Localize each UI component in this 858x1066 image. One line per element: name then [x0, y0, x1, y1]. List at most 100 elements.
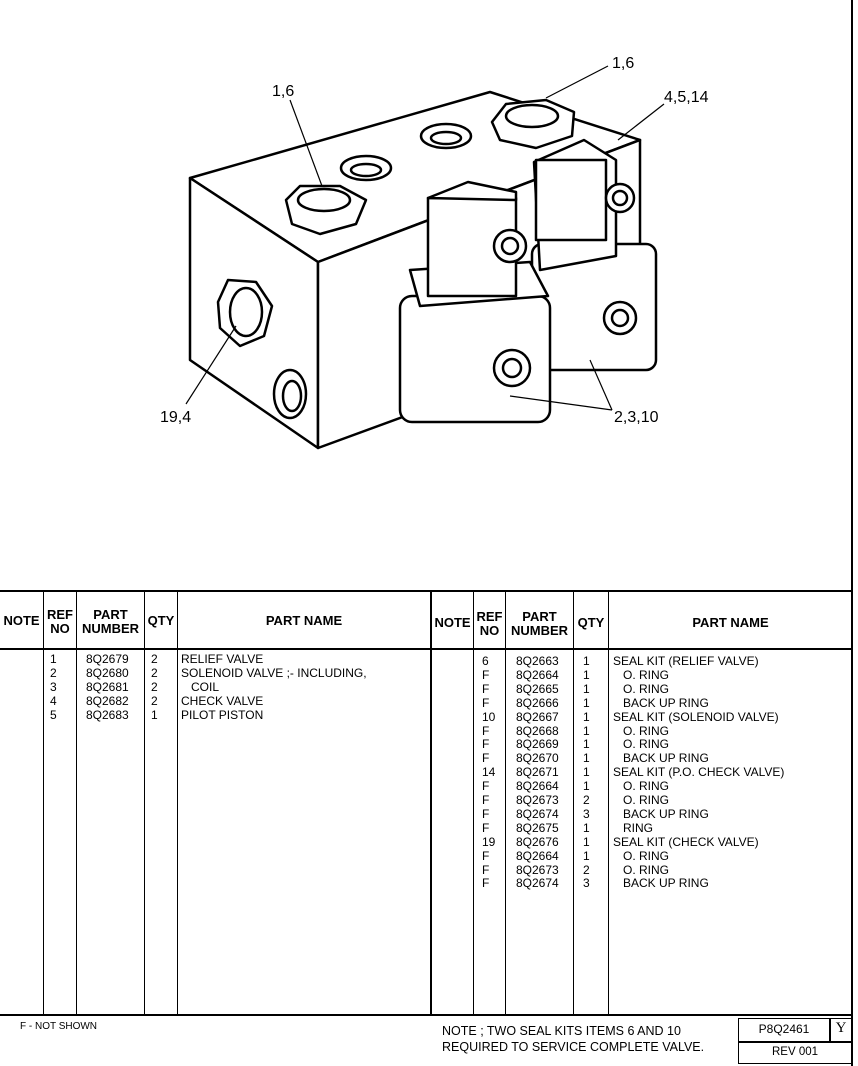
right-row-qty: 3 — [583, 806, 590, 821]
right-row-part-number: 8Q2667 — [516, 709, 559, 724]
right-row-qty: 2 — [583, 793, 590, 807]
right-row-ref: 14 — [482, 765, 496, 780]
right-row-ref: F — [482, 820, 490, 835]
right-row-ref: F — [482, 876, 490, 891]
right-row-qty: 1 — [583, 681, 590, 696]
left-row-part-number: 8Q2681 — [86, 680, 129, 694]
callout-relief-right: 1,6 — [612, 55, 634, 72]
col-rule — [573, 592, 574, 1014]
right-row-qty: 3 — [583, 876, 590, 891]
left-row-part-number: 8Q2680 — [86, 666, 129, 680]
col-rule — [43, 592, 44, 1014]
right-row-part-name: SEAL KIT (P.O. CHECK VALVE) — [613, 765, 785, 780]
left-row-qty: 2 — [151, 680, 158, 694]
right-row-ref: 6 — [482, 654, 489, 668]
callout-solenoid: 2,3,10 — [614, 409, 659, 426]
drawing-number: P8Q2461 — [758, 1022, 810, 1036]
right-row-part-number: 8Q2673 — [516, 862, 559, 877]
right-row-part-name: BACK UP RING — [613, 751, 709, 766]
header-note-right: NOTE — [434, 615, 471, 630]
right-row-part-number: 8Q2674 — [516, 876, 559, 891]
right-row-part-number: 8Q2669 — [516, 737, 559, 752]
right-row-qty: 2 — [583, 862, 590, 877]
right-row-part-name: SEAL KIT (SOLENOID VALVE) — [613, 709, 779, 724]
left-row-part-name: SOLENOID VALVE ;- INCLUDING, — [181, 666, 367, 680]
col-rule — [608, 592, 609, 1014]
leader-relief-left — [289, 99, 323, 187]
header-ref-left: REF NO — [47, 607, 73, 636]
right-row-qty: 1 — [583, 779, 590, 794]
right-row-part-number: 8Q2666 — [516, 695, 559, 710]
left-row-qty: 2 — [151, 694, 158, 708]
rev-letter: Y — [835, 1020, 847, 1036]
right-row-part-number: 8Q2676 — [516, 834, 559, 849]
right-row-part-name: BACK UP RING — [613, 695, 709, 710]
header-part-right: PART NUMBER — [510, 609, 569, 638]
col-rule — [473, 592, 474, 1014]
left-row-qty: 1 — [151, 708, 158, 722]
title-block: F - NOT SHOWN NOTE ; TWO SEAL KITS ITEMS… — [0, 1016, 852, 1066]
right-row-part-name: BACK UP RING — [613, 876, 709, 891]
right-row-part-number: 8Q2673 — [516, 793, 559, 807]
right-row-part-number: 8Q2664 — [516, 779, 559, 794]
drawing-number-box — [738, 1018, 830, 1042]
col-rule-center — [430, 592, 432, 1014]
col-rule — [505, 592, 506, 1014]
service-note-line2: REQUIRED TO SERVICE COMPLETE VALVE. — [442, 1040, 705, 1054]
right-row-ref: 19 — [482, 834, 496, 849]
right-row-part-name: BACK UP RING — [613, 806, 709, 821]
parts-table: NOTE REF NO PART NUMBER QTY PART NAME NO… — [0, 590, 852, 1016]
right-row-part-number: 8Q2663 — [516, 654, 559, 668]
right-row-ref: F — [482, 862, 490, 877]
header-ref-right: REF NO — [476, 609, 503, 638]
header-note-left: NOTE — [3, 613, 40, 628]
header-qty-right: QTY — [577, 615, 605, 630]
not-shown-legend: F - NOT SHOWN — [20, 1021, 98, 1032]
left-row-part-name: COIL — [181, 680, 220, 694]
right-row-part-number: 8Q2665 — [516, 681, 559, 696]
service-note-line1: NOTE ; TWO SEAL KITS ITEMS 6 AND 10 — [442, 1024, 681, 1038]
right-row-part-name: RING — [613, 820, 654, 835]
right-row-part-name: O. RING — [613, 667, 670, 682]
right-row-ref: F — [482, 723, 490, 738]
leader-solenoid-b — [589, 359, 613, 411]
right-row-ref: 10 — [482, 709, 496, 724]
left-row-ref: 2 — [50, 666, 57, 680]
right-row-qty: 1 — [583, 848, 590, 863]
right-row-part-name: O. RING — [613, 793, 670, 807]
left-row-part-number: 8Q2682 — [86, 694, 129, 708]
right-row-ref: F — [482, 806, 490, 821]
right-row-part-number: 8Q2670 — [516, 751, 559, 766]
header-part-left: PART NUMBER — [81, 607, 140, 636]
left-row-ref: 3 — [50, 680, 57, 694]
left-row-ref: 5 — [50, 708, 57, 722]
right-row-qty: 1 — [583, 667, 590, 682]
header-rule — [0, 648, 852, 650]
leader-relief-right — [545, 65, 609, 99]
right-row-part-name: O. RING — [613, 737, 670, 752]
right-row-part-name: O. RING — [613, 779, 670, 794]
left-row-part-name: PILOT PISTON — [181, 708, 264, 722]
right-row-qty: 1 — [583, 723, 590, 738]
right-row-ref: F — [482, 793, 490, 807]
right-row-part-name: O. RING — [613, 848, 670, 863]
left-row-ref: 1 — [50, 652, 57, 666]
col-rule — [76, 592, 77, 1014]
col-rule — [144, 592, 145, 1014]
right-row-qty: 1 — [583, 834, 590, 849]
header-name-right: PART NAME — [692, 615, 769, 630]
left-row-part-number: 8Q2679 — [86, 652, 129, 666]
right-row-ref: F — [482, 667, 490, 682]
page-frame-right — [851, 0, 853, 1066]
revision-label: REV 001 — [771, 1046, 819, 1058]
left-row-part-number: 8Q2683 — [86, 708, 129, 722]
callout-seal-kit: 4,5,14 — [664, 89, 709, 106]
right-row-part-name: SEAL KIT (CHECK VALVE) — [613, 834, 759, 849]
valve-assembly-drawing: 1,6 1,6 4,5,14 19,4 2,3,10 — [160, 55, 709, 450]
right-row-part-number: 8Q2668 — [516, 723, 559, 738]
right-row-part-number: 8Q2674 — [516, 806, 559, 821]
header-qty-left: QTY — [147, 613, 175, 628]
right-row-qty: 1 — [583, 709, 590, 724]
right-row-part-number: 8Q2671 — [516, 765, 559, 780]
left-row-part-name: RELIEF VALVE — [181, 652, 264, 666]
